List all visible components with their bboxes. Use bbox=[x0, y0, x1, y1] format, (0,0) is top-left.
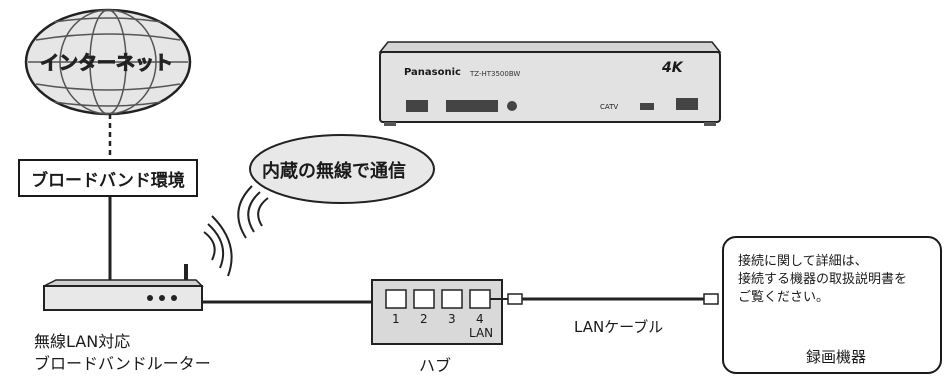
device-brand: Panasonic bbox=[404, 67, 461, 78]
note-line-3: ご覧ください。 bbox=[738, 290, 830, 305]
device-catv-label: CATV bbox=[600, 103, 619, 111]
recorder-note-box: 接続に関して詳細は、 接続する機器の取扱説明書を ご覧ください。 録画機器 bbox=[722, 236, 942, 374]
device-model: TZ-HT3500BW bbox=[470, 70, 521, 78]
device-4k-badge: 4K bbox=[662, 60, 683, 76]
internet-globe-icon bbox=[24, 8, 192, 116]
router-label-line2: ブロードバンドルーター bbox=[34, 354, 211, 373]
note-line-1: 接続に関して詳細は、 bbox=[738, 254, 868, 269]
hub-label: ハブ bbox=[419, 356, 452, 375]
wireless-bubble bbox=[249, 134, 435, 204]
wireless-comm-label: 内蔵の無線で通信 bbox=[262, 161, 406, 182]
broadband-box: ブロードバンド環境 bbox=[18, 159, 198, 197]
wireless-waves-icon bbox=[237, 185, 269, 239]
hub-port-2: 2 bbox=[420, 312, 428, 326]
hub-port-3: 3 bbox=[448, 312, 456, 326]
lan-cable-label: LANケーブル bbox=[574, 318, 664, 336]
broadband-label: ブロードバンド環境 bbox=[31, 170, 185, 191]
recorder-label: 録画機器 bbox=[806, 348, 867, 366]
internet-label: インターネット bbox=[39, 52, 174, 75]
hub-port-4: 4 bbox=[476, 312, 484, 326]
router-waves-icon bbox=[203, 215, 233, 277]
hub-port-lan: LAN bbox=[469, 326, 494, 340]
hub-icon bbox=[371, 279, 503, 345]
router-label-line1: 無線LAN対応 bbox=[34, 332, 131, 351]
note-line-2: 接続する機器の取扱説明書を bbox=[738, 272, 908, 287]
hub-port-1: 1 bbox=[392, 312, 400, 326]
tuner-device-icon bbox=[378, 41, 722, 126]
router-icon bbox=[43, 264, 204, 311]
lan-cable-icon bbox=[490, 293, 719, 305]
